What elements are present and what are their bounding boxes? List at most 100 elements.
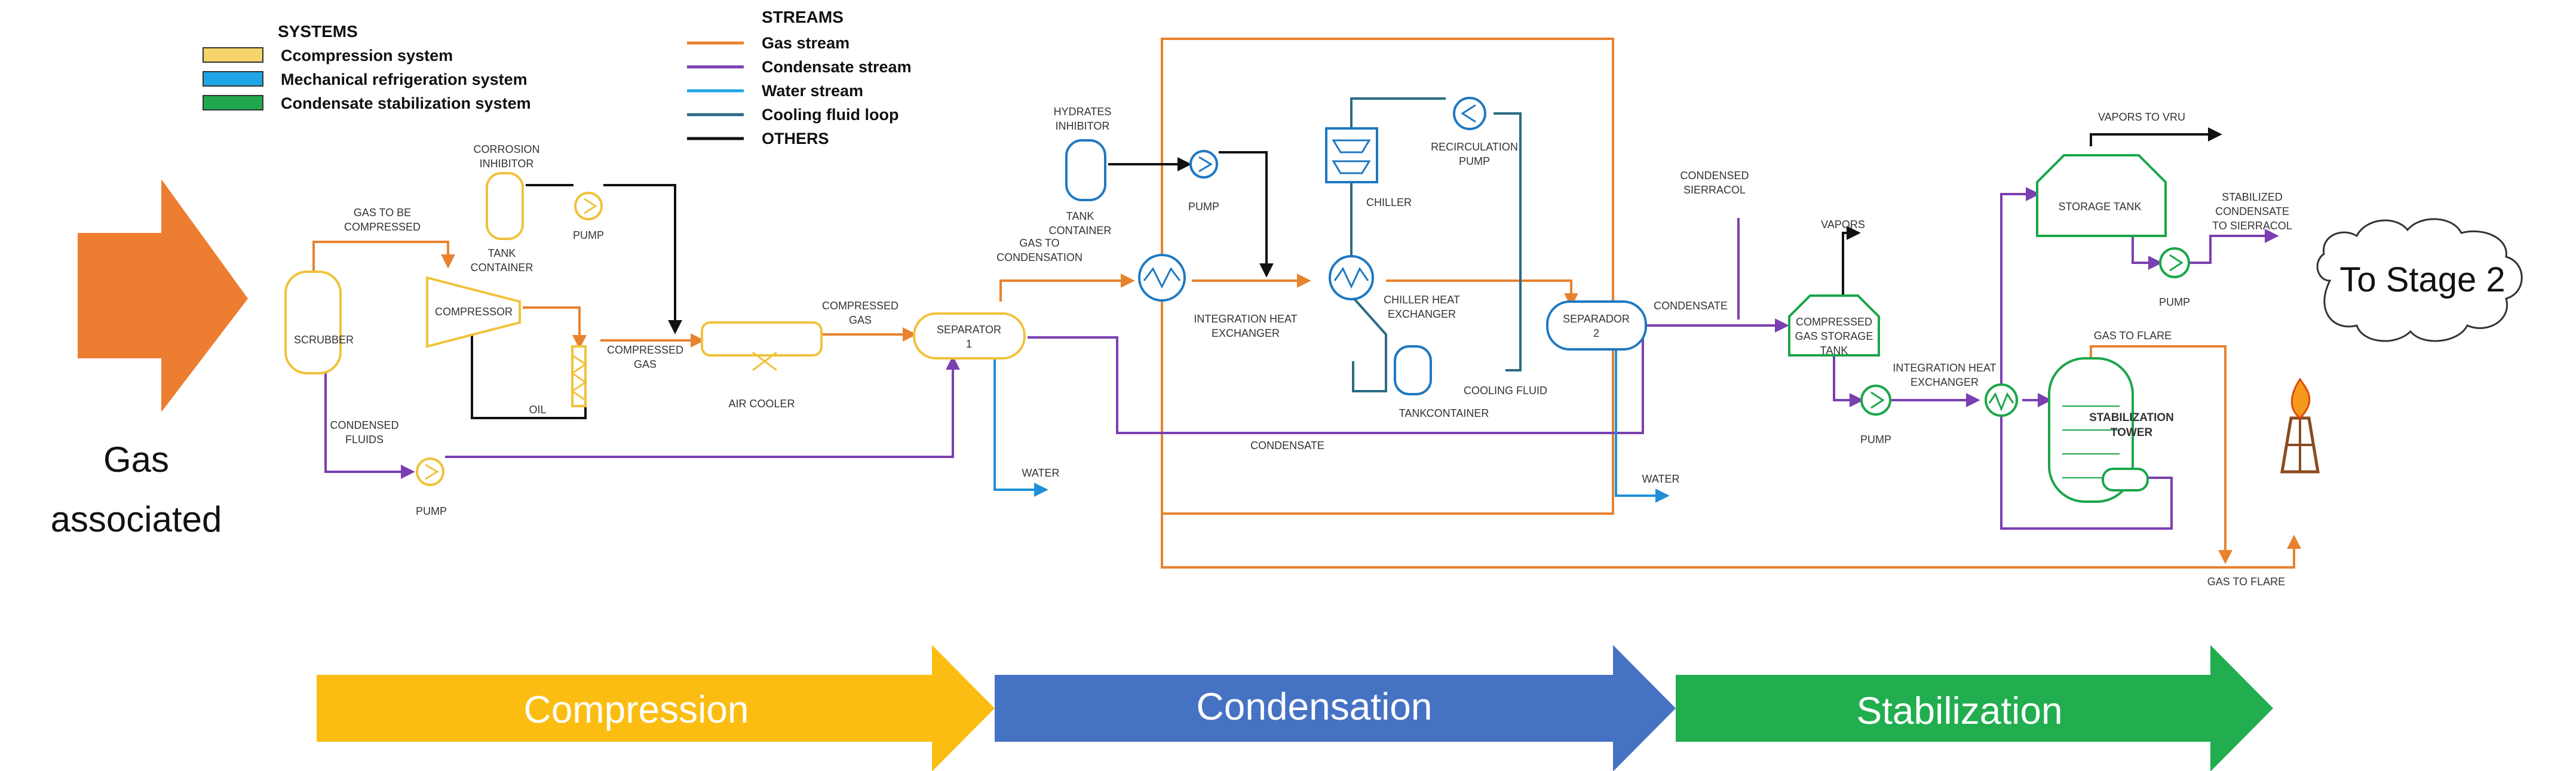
separador-2-label-b: 2 — [1593, 327, 1599, 339]
compressor-to-oil-line — [523, 306, 587, 349]
stabilization-tower-label-2: TOWER — [2111, 426, 2153, 439]
inlet-arrow — [78, 179, 248, 412]
hydrates-inhibitor-label-2: INHIBITOR — [1056, 120, 1110, 132]
oil-coil-icon — [571, 354, 587, 401]
cooling-loop-return — [1494, 112, 1522, 371]
integration-hx2-coil-icon — [1988, 392, 2014, 412]
streams-legend: STREAMS Gas stream Condensate stream Wat… — [687, 8, 912, 148]
compressed-gas-storage-label-3: TANK — [1820, 345, 1848, 357]
condensed-fluids-line — [324, 373, 415, 479]
integration-hx-coil-icon — [1143, 267, 1181, 289]
air-cooler-label: AIR COOLER — [728, 398, 795, 410]
to-stage-2-cloud — [2316, 218, 2523, 342]
oil-cooler — [571, 345, 587, 407]
inlet-label-line1: Gas — [103, 440, 169, 480]
pump-label-5: PUMP — [2159, 296, 2190, 308]
stabilized-condensate-line — [2189, 229, 2279, 264]
corrosion-inhibitor-label-1: CORROSION — [473, 143, 539, 155]
hydrates-inhibitor-label-1: HYDRATES — [1054, 106, 1112, 118]
separador-2-label-a: SEPARADOR — [1563, 313, 1630, 325]
flare-icon — [2280, 377, 2320, 474]
stabilized-pump-arrow-icon — [2169, 254, 2184, 272]
water-sep2-line — [1615, 346, 1670, 503]
condensed-fluids-label-2: FLUIDS — [345, 434, 384, 446]
compressed-gas-storage-label-2: GAS STORAGE — [1795, 330, 1873, 342]
legend-label-others: OTHERS — [762, 130, 829, 148]
compressed-gas-label-2a: COMPRESSED — [822, 300, 898, 312]
vapors-to-vru-label: VAPORS TO VRU — [2098, 111, 2185, 123]
inlet-label-line2: associated — [51, 499, 222, 539]
stabilized-condensate-label-2: CONDENSATE — [2215, 205, 2289, 217]
legend-swatch-refrigeration — [203, 71, 263, 87]
air-cooler-fan-icon-2 — [752, 351, 777, 371]
chiller-label: CHILLER — [1366, 196, 1412, 208]
corrosion-pump-icon — [574, 192, 603, 220]
integration-hx-label-1: INTEGRATION HEAT — [1194, 313, 1297, 325]
pump-label-3: PUMP — [1188, 201, 1219, 213]
integration-hx-label-2: EXCHANGER — [1212, 327, 1280, 339]
recirculation-pump-label-1: RECIRCULATION — [1431, 141, 1518, 153]
cooling-fluid-tank — [1394, 345, 1432, 395]
storage-tank-label: STORAGE TANK — [2058, 201, 2141, 213]
pump-label-1: PUMP — [416, 505, 447, 517]
stage-label-stabilization: Stabilization — [1856, 689, 2062, 732]
gas-to-flare-label-1: GAS TO FLARE — [2094, 330, 2172, 342]
stage-arrow-condensation — [995, 645, 1676, 771]
legend-label-cooling: Cooling fluid loop — [762, 106, 898, 124]
corrosion-tank — [486, 172, 524, 240]
corrosion-pump-arrow-icon — [584, 198, 597, 214]
integration-heat-exchanger-2 — [1985, 383, 2018, 417]
condensed-pump-arrow-icon — [425, 463, 439, 480]
storage-tank — [2036, 154, 2167, 237]
tank-container-2-label-2: CONTAINER — [1049, 225, 1112, 236]
chiller-heat-exchanger — [1329, 255, 1374, 300]
gas-to-flare-label-2: GAS TO FLARE — [2207, 576, 2285, 588]
gas-to-condensation-label-1: GAS TO — [1019, 237, 1059, 249]
condensate-label-1: CONDENSATE — [1250, 440, 1324, 451]
recirculation-pump-icon — [1453, 97, 1486, 130]
compressor-label: COMPRESSOR — [435, 306, 513, 318]
tank-container-3-label: TANK — [1399, 407, 1427, 419]
tank-container-label-1: TANK — [488, 247, 516, 259]
pump1-to-sep1-line — [445, 355, 960, 458]
stabilization-tower-label-1: STABILIZATION — [2089, 411, 2174, 424]
tank-container-2-label-1: TANK — [1066, 210, 1094, 222]
separator-1 — [913, 312, 1026, 360]
chiller-hx-label-1: CHILLER HEAT — [1384, 294, 1460, 306]
separator-1-label-a: SEPARATOR — [937, 324, 1001, 336]
scrubber-label: SCRUBBER — [294, 334, 354, 346]
compressed-gas-label-2b: GAS — [849, 314, 872, 326]
chiller-hx-coil-icon — [1333, 267, 1369, 289]
gas-recycle-top-line — [1161, 38, 1614, 305]
stage-label-condensation: Condensation — [1197, 685, 1433, 728]
compressed-gas-label-1a: COMPRESSED — [607, 344, 683, 356]
chiller-to-sep2-line — [1386, 279, 1578, 308]
integration-heat-exchanger — [1138, 254, 1186, 302]
legend-swatch-stabilization — [203, 95, 263, 110]
gas-to-condensation-line — [999, 274, 1135, 302]
legend-label-refrigeration: Mechanical refrigeration system — [281, 70, 528, 88]
gas-to-flare-line — [1161, 514, 2301, 569]
stabilized-condensate-label-1: STABILIZED — [2222, 191, 2283, 203]
tank-container-3-label-b: CONTAINER — [1427, 407, 1489, 419]
stage-arrow-stabilization — [1676, 645, 2273, 771]
gas-to-be-compressed-label-2: COMPRESSED — [344, 221, 421, 233]
tower-reboiler — [2102, 468, 2149, 492]
separator-1-label-b: 1 — [966, 338, 972, 350]
vapors-label: VAPORS — [1821, 219, 1865, 231]
tower-to-storage-line — [2000, 187, 2040, 388]
condensed-sierracol-label-2: SIERRACOL — [1683, 184, 1746, 196]
storage-pump-arrow-icon — [1870, 391, 1885, 409]
cooling-fluid-label: COOLING FLUID — [1464, 385, 1547, 397]
gas-recycle-bottom-line — [1161, 302, 1614, 515]
cooling-loop-chiller-to-pump — [1350, 97, 1446, 128]
legend-label-stabilization: Condensate stabilization system — [281, 94, 531, 112]
cooling-loop-to-chiller-hx — [1350, 294, 1387, 392]
condensate-label-2: CONDENSATE — [1654, 300, 1728, 312]
pump-label-4: PUMP — [1860, 434, 1891, 446]
air-cooler — [701, 321, 823, 357]
to-stage-2-label: To Stage 2 — [2339, 260, 2505, 299]
scrubber-vessel — [284, 271, 342, 374]
hydrates-inhibitor-line — [1219, 151, 1274, 278]
